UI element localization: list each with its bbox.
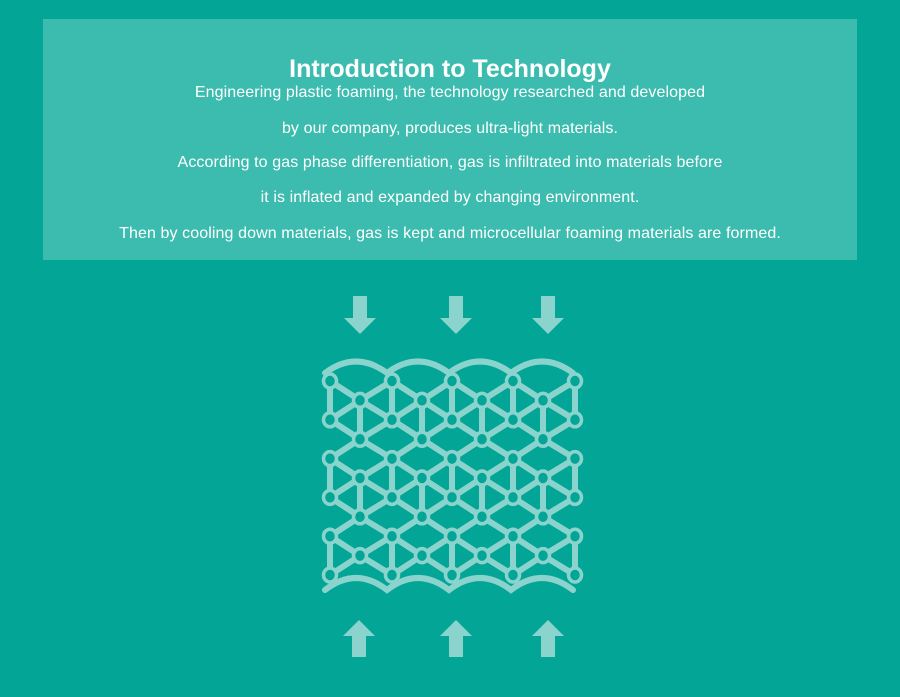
arrow-down-icon [344, 296, 376, 334]
lattice-node [321, 527, 339, 545]
lattice-node [383, 449, 401, 468]
lattice-node [321, 566, 339, 584]
top-arrows [344, 296, 564, 334]
lattice-node [566, 449, 584, 468]
lattice-node [413, 508, 431, 526]
lattice-node [504, 372, 522, 390]
lattice-node [504, 527, 522, 545]
lattice-node [321, 372, 339, 390]
lattice-node [351, 391, 369, 410]
arrow-down-icon [440, 296, 472, 334]
lattice-node [566, 566, 584, 584]
lattice-node [321, 411, 339, 429]
intro-line-4: it is inflated and expanded by changing … [260, 189, 640, 206]
lattice-node [383, 488, 401, 507]
arrow-up-icon [343, 620, 375, 657]
lattice-node [473, 546, 491, 565]
lattice-node [351, 469, 369, 487]
lattice-node [321, 488, 339, 507]
lattice-node [413, 391, 431, 410]
lattice-node [566, 527, 584, 545]
lattice-node [413, 469, 431, 487]
lattice-node [351, 430, 369, 448]
lattice-node [351, 546, 369, 565]
lattice-node [443, 488, 461, 507]
lattice-node [443, 449, 461, 468]
lattice-node [534, 508, 552, 526]
lattice-node [383, 411, 401, 429]
lattice-node [473, 508, 491, 526]
lattice-node [566, 488, 584, 507]
lattice-node [383, 372, 401, 390]
lattice-node [443, 527, 461, 545]
bottom-wave [322, 575, 576, 594]
arrow-up-icon [440, 620, 472, 657]
lattice-node [383, 527, 401, 545]
lattice-node [534, 546, 552, 565]
lattice-node [534, 430, 552, 448]
lattice-node [566, 411, 584, 429]
lattice-node [504, 566, 522, 584]
lattice-node [504, 488, 522, 507]
lattice-node [351, 508, 369, 526]
lattice-nodes [321, 372, 584, 584]
lattice-node [321, 449, 339, 468]
lattice-node [443, 566, 461, 584]
lattice-node [443, 372, 461, 390]
lattice-node [566, 372, 584, 390]
intro-line-5: Then by cooling down materials, gas is k… [119, 225, 781, 242]
lattice-node [504, 449, 522, 468]
lattice-node [413, 430, 431, 448]
lattice-node [504, 411, 522, 429]
intro-line-1: Engineering plastic foaming, the technol… [194, 84, 706, 101]
lattice-node [383, 566, 401, 584]
bottom-arrows [343, 620, 564, 657]
lattice-node [473, 430, 491, 448]
intro-line-3: According to gas phase differentiation, … [177, 154, 723, 171]
intro-line-2: by our company, produces ultra-light mat… [281, 120, 619, 137]
lattice-node [473, 391, 491, 410]
arrow-up-icon [532, 620, 564, 657]
lattice-node [413, 546, 431, 565]
lattice-node [473, 469, 491, 487]
arrow-down-icon [532, 296, 564, 334]
intro-panel: Introduction to Technology Engineering p… [43, 19, 857, 260]
lattice-node [443, 411, 461, 429]
lattice-node [534, 391, 552, 410]
top-wave [322, 358, 576, 377]
intro-title: Introduction to Technology [289, 55, 611, 83]
lattice-node [534, 469, 552, 487]
